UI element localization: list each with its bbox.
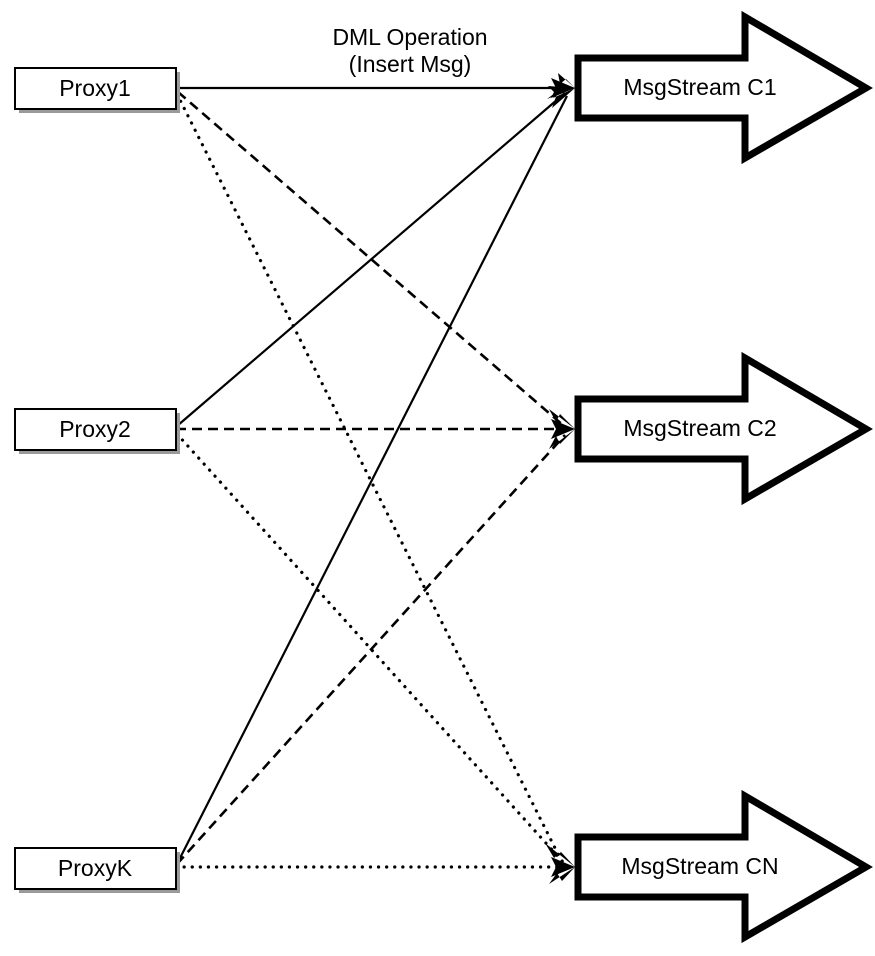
arrowhead-cluster-cn: [545, 843, 575, 884]
proxy1-box[interactable]: [14, 67, 177, 110]
arrowhead-to-cn-a: [551, 857, 575, 877]
proxyk-box[interactable]: [14, 847, 177, 890]
msgstream-c1-arrow-shape[interactable]: [574, 10, 873, 165]
stream-node-cn[interactable]: MsgStream CN: [574, 789, 873, 944]
edge-proxy2-to-c1: [176, 92, 566, 427]
edge-proxy2-to-cn: [175, 432, 565, 864]
caption-dml-operation: DML Operation (Insert Msg): [332, 24, 487, 77]
caption-line-2: (Insert Msg): [349, 51, 472, 77]
proxyk-label: ProxyK: [58, 855, 133, 881]
stream-node-c2[interactable]: MsgStream C2: [574, 351, 873, 506]
caption-line-1: DML Operation: [332, 24, 487, 50]
msgstream-cn-label: MsgStream CN: [621, 853, 778, 879]
arrowhead-to-c2-b: [549, 409, 575, 429]
proxy2-label: Proxy2: [59, 416, 131, 442]
edge-proxyK-to-c1: [176, 95, 568, 865]
arrowhead-cluster-c2: [549, 409, 575, 449]
proxy-node-proxy2[interactable]: Proxy2: [14, 408, 180, 454]
arrowhead-to-c2-a: [551, 419, 575, 439]
edge-layer: [174, 73, 575, 884]
arrowhead-to-cn-b: [545, 843, 575, 867]
proxy2-box[interactable]: [14, 408, 177, 451]
edge-proxy1-to-c2: [177, 91, 565, 427]
msgstream-cn-arrow-shape[interactable]: [574, 789, 873, 944]
edge-proxyK-to-c2: [176, 434, 566, 865]
proxy-node-proxyk[interactable]: ProxyK: [14, 847, 180, 893]
msgstream-c2-arrow-shape[interactable]: [574, 351, 873, 506]
arrowhead-to-cn-c: [549, 867, 575, 884]
edge-proxy1-to-cn: [175, 92, 564, 864]
proxy1-label: Proxy1: [59, 75, 131, 101]
msgstream-c1-label: MsgStream C1: [623, 74, 776, 100]
arrowhead-to-c2-c: [549, 429, 575, 449]
arrowhead-to-c1-d: [558, 73, 575, 88]
arrowhead-cluster-c1: [547, 73, 575, 108]
msgstream-c2-label: MsgStream C2: [623, 415, 776, 441]
stream-node-c1[interactable]: MsgStream C1: [574, 10, 873, 165]
arrowhead-to-c1-c: [552, 88, 575, 108]
arrowhead-to-c1-b: [547, 86, 575, 99]
proxy-node-proxy1[interactable]: Proxy1: [14, 67, 180, 113]
